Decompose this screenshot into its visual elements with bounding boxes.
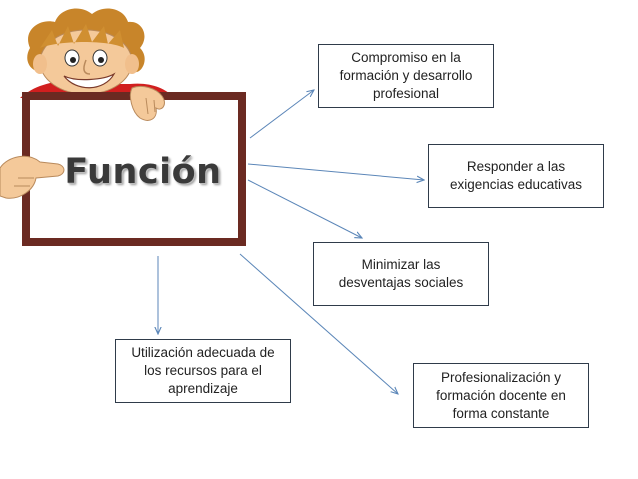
box-utilizacion: Utilización adecuada de los recursos par…: [115, 339, 291, 403]
box-responder: Responder a las exigencias educativas: [428, 144, 604, 208]
box-responder-text: Responder a las exigencias educativas: [449, 159, 583, 192]
arrow-to-profesionalizacion: [239, 253, 398, 394]
box-minimizar: Minimizar las desventajas sociales: [313, 242, 489, 306]
box-profesionalizacion: Profesionalización y formación docente e…: [413, 363, 589, 428]
cartoon-boy-holding-sign-icon: [0, 8, 246, 246]
arrow-to-minimizar: [247, 179, 362, 238]
arrow-to-compromiso: [249, 90, 314, 139]
sign-title: Función: [64, 152, 222, 192]
box-profesionalizacion-text: Profesionalización y formación docente e…: [436, 369, 566, 421]
box-utilizacion-text: Utilización adecuada de los recursos par…: [131, 345, 275, 396]
arrow-to-responder: [247, 163, 424, 180]
box-compromiso-text: Compromiso en la formación y desarrollo …: [339, 50, 473, 101]
box-minimizar-text: Minimizar las desventajas sociales: [338, 257, 464, 290]
box-compromiso: Compromiso en la formación y desarrollo …: [318, 44, 494, 108]
